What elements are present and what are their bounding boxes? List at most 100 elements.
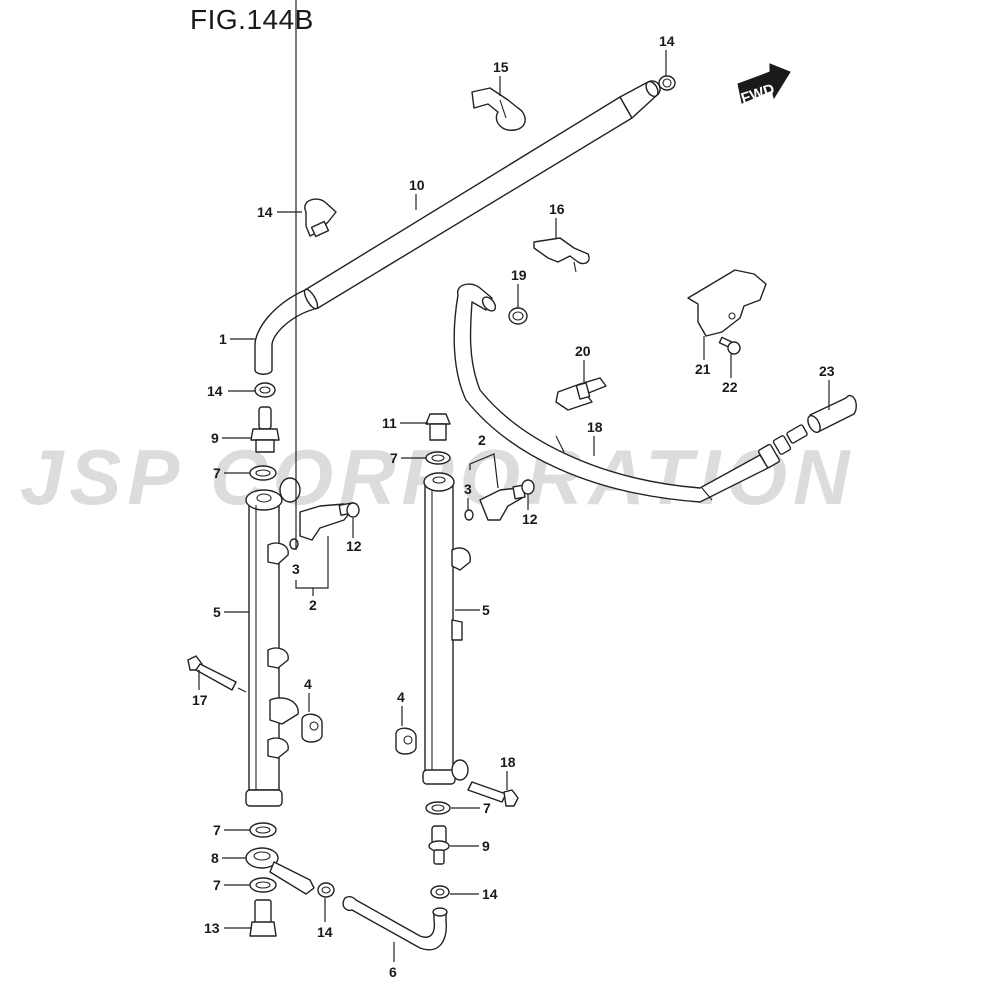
injector-right (479, 484, 526, 521)
callout-4-left[interactable]: 4 (304, 676, 312, 712)
svg-text:14: 14 (257, 204, 273, 220)
callout-14-top[interactable]: 14 (659, 33, 675, 76)
bracket-cover (687, 269, 767, 337)
clamp-17 (533, 237, 590, 273)
washer-upper-left (249, 465, 277, 481)
svg-text:4: 4 (397, 689, 405, 705)
svg-text:16: 16 (549, 201, 565, 217)
callout-2-left[interactable]: 2 (295, 536, 329, 613)
callout-4-right[interactable]: 4 (397, 689, 405, 726)
svg-text:15: 15 (493, 59, 509, 75)
callout-12-left[interactable]: 12 (346, 518, 362, 554)
svg-text:17: 17 (192, 692, 208, 708)
callout-15[interactable]: 14 (257, 204, 302, 220)
svg-text:2: 2 (309, 597, 317, 613)
bracket-bolt (718, 336, 741, 355)
clip-lower-middle (317, 882, 335, 898)
union-bolt (249, 899, 277, 937)
callout-22[interactable]: 21 (695, 336, 711, 377)
callout-18-right[interactable]: 18 (500, 754, 516, 790)
svg-text:7: 7 (213, 877, 221, 893)
svg-text:13: 13 (204, 920, 220, 936)
callout-14-lower-middle[interactable]: 14 (317, 898, 333, 940)
bolt-left (187, 655, 247, 693)
callout-14-upper-left[interactable]: 14 (207, 383, 255, 399)
svg-text:18: 18 (500, 754, 516, 770)
callout-1[interactable]: 1 (219, 331, 255, 347)
svg-text:7: 7 (390, 450, 398, 466)
injector-o-ring-left (289, 538, 299, 550)
callout-21[interactable]: 20 (575, 343, 591, 382)
callout-17[interactable]: 16 (549, 201, 565, 238)
bolt-right (467, 781, 519, 807)
callout-14-lower-right[interactable]: 14 (450, 886, 498, 902)
callout-2-right[interactable]: 2 (469, 432, 499, 489)
spacer-right (395, 727, 417, 755)
callout-8[interactable]: 8 (211, 850, 246, 866)
callout-23[interactable]: 22 (722, 354, 738, 395)
fuel-rail-right (422, 472, 471, 785)
svg-text:10: 10 (409, 177, 425, 193)
hose-upper-bend (254, 288, 319, 375)
callout-12-right[interactable]: 12 (522, 494, 538, 527)
injector-o-ring-right (464, 509, 474, 521)
callout-24[interactable]: 23 (819, 363, 835, 410)
svg-text:21: 21 (695, 361, 711, 377)
callout-20[interactable]: 19 (511, 267, 527, 308)
hose-nipple-upper (250, 406, 280, 453)
callout-10[interactable]: 10 (409, 177, 425, 210)
clamp-15 (304, 198, 337, 238)
svg-text:1: 1 (219, 331, 227, 347)
svg-text:7: 7 (213, 822, 221, 838)
clamp-16 (471, 87, 526, 131)
callout-7-lower-left-top[interactable]: 7 (213, 822, 250, 838)
svg-text:7: 7 (213, 465, 221, 481)
hose-upper-long (304, 80, 661, 309)
svg-text:20: 20 (575, 343, 591, 359)
hose-return (453, 283, 808, 503)
svg-text:14: 14 (482, 886, 498, 902)
callout-7-upper-left[interactable]: 7 (213, 465, 250, 481)
svg-text:4: 4 (304, 676, 312, 692)
callout-11[interactable]: 11 (382, 415, 428, 431)
svg-text:14: 14 (207, 383, 223, 399)
callout-3-left[interactable]: 3 (292, 0, 300, 577)
callout-7-lower-right[interactable]: 7 (451, 800, 491, 816)
callout-16[interactable]: 15 (493, 59, 509, 96)
spacer-left (301, 713, 323, 743)
svg-text:11: 11 (382, 415, 397, 431)
callout-5-right[interactable]: 5 (455, 602, 490, 618)
callout-19[interactable]: 18 (587, 419, 603, 456)
callout-5-left[interactable]: 5 (213, 604, 249, 620)
callout-9-lower[interactable]: 9 (450, 838, 490, 854)
figure-title: FIG.144B (190, 4, 314, 35)
washer-upper-right (425, 451, 451, 465)
clip-lower-right (430, 885, 450, 899)
hose-nipple-lower (428, 825, 450, 865)
callout-7-lower-left-bottom[interactable]: 7 (213, 877, 250, 893)
svg-text:12: 12 (522, 511, 538, 527)
svg-text:3: 3 (464, 481, 472, 497)
callout-3-right[interactable]: 3 (464, 481, 472, 510)
clamp-21 (555, 377, 607, 411)
svg-text:6: 6 (389, 964, 397, 980)
washer-lower-right (425, 801, 451, 815)
svg-text:9: 9 (482, 838, 490, 854)
callout-7-upper-right[interactable]: 7 (390, 450, 426, 466)
hose-lower (342, 895, 448, 951)
svg-text:2: 2 (478, 432, 486, 448)
callout-6[interactable]: 6 (389, 942, 397, 980)
callout-18-left[interactable]: 17 (192, 670, 208, 708)
svg-text:7: 7 (483, 800, 491, 816)
svg-text:5: 5 (213, 604, 221, 620)
svg-text:5: 5 (482, 602, 490, 618)
callout-9-upper[interactable]: 9 (211, 430, 252, 446)
washer-lower-left-bottom (249, 877, 277, 893)
callout-13[interactable]: 13 (204, 920, 252, 936)
svg-text:14: 14 (659, 33, 675, 49)
svg-text:19: 19 (511, 267, 527, 283)
svg-text:3: 3 (292, 561, 300, 577)
cap-left (346, 502, 360, 518)
svg-text:9: 9 (211, 430, 219, 446)
svg-text:22: 22 (722, 379, 738, 395)
